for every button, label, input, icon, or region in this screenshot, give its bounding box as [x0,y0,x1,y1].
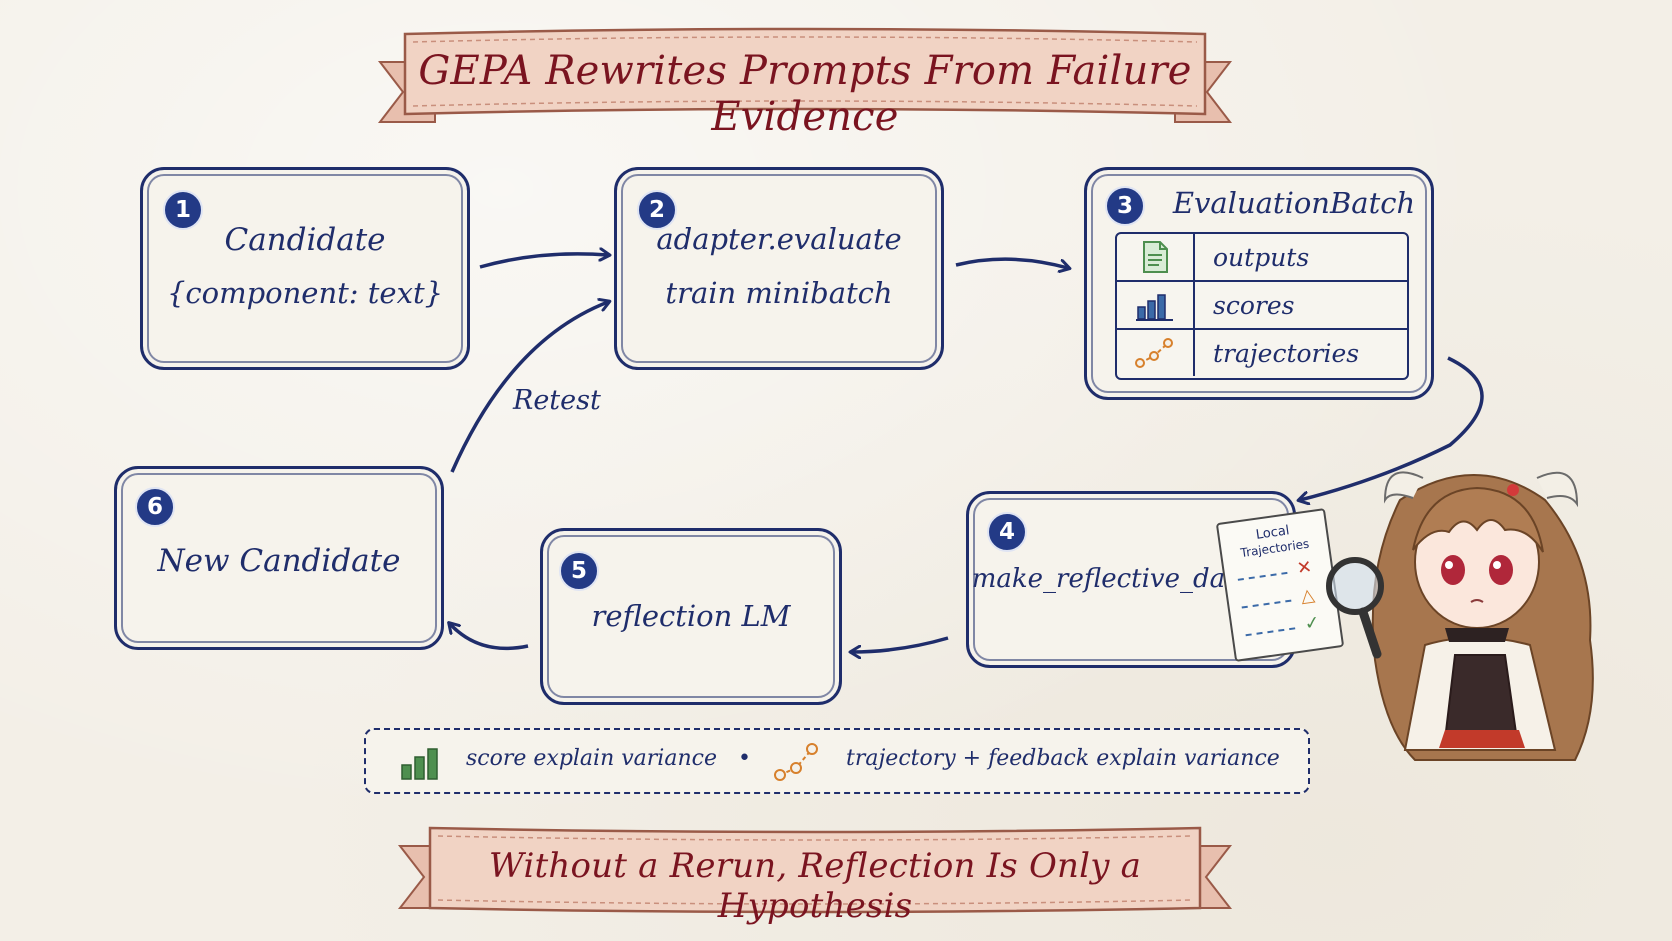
node-adapter-evaluate: 2 adapter.evaluate train minibatch [614,167,944,370]
arrow-retest [450,302,608,473]
step-badge-6: 6 [135,487,175,527]
node-new-candidate-title: New Candidate [157,543,401,579]
page-title: GEPA Rewrites Prompts From Failure Evide… [418,48,1192,140]
evaluation-batch-trajectories: trajectories [1213,339,1360,368]
node-candidate: 1 Candidate {component: text} [140,167,470,370]
arrow-2-to-3 [955,257,1068,268]
trajectory-icon [774,743,818,781]
step-badge-4: 4 [987,512,1027,552]
evaluation-batch-outputs: outputs [1213,243,1310,272]
document-icon [1117,234,1195,280]
arrow-1-to-2 [479,254,608,269]
clipboard-mark-fail: ✕ [1295,556,1314,580]
title-ribbon: GEPA Rewrites Prompts From Failure Evide… [365,22,1245,140]
node-evaluation-batch-title: EvaluationBatch [1172,186,1416,220]
table-row-trajectories: trajectories [1117,330,1407,376]
arrow-5-to-6 [450,624,529,651]
clipboard-line-3 [1245,627,1296,637]
step-badge-5: 5 [559,551,599,591]
node-adapter-evaluate-title: adapter.evaluate [656,222,902,256]
node-adapter-evaluate-subtitle: train minibatch [665,276,893,310]
arrow-4-to-5 [852,636,949,652]
magnifier-icon [1326,557,1384,659]
mascot-illustration: Local Trajectories ✕ △ ✓ [1215,430,1615,775]
node-candidate-subtitle: {component: text} [166,276,444,310]
footer-ribbon: Without a Rerun, Reflection Is Only a Hy… [390,816,1240,926]
clipboard-mark-warn: △ [1299,584,1317,608]
node-reflection-lm: 5 reflection LM [540,528,842,705]
legend-separator: • [738,746,751,771]
legend-score: score explain variance [466,746,717,771]
clipboard-line-2 [1241,599,1292,609]
trajectory-icon [1117,330,1195,376]
node-evaluation-batch: 3 EvaluationBatch outputs [1084,167,1434,400]
edge-label-retest: Retest [513,385,601,416]
bar-chart-icon [1117,282,1195,328]
node-reflection-lm-title: reflection LM [591,599,791,633]
step-badge-3: 3 [1105,186,1145,226]
node-new-candidate: 6 New Candidate [114,466,444,650]
arrow-3-to-4 [1300,356,1484,500]
footer-caption: Without a Rerun, Reflection Is Only a Hy… [488,846,1142,926]
evaluation-batch-table: outputs scores t [1115,232,1409,380]
bar-chart-icon [401,748,438,780]
legend-trajectory: trajectory + feedback explain variance [846,746,1280,771]
step-badge-2: 2 [637,190,677,230]
table-row-scores: scores [1117,282,1407,330]
step-badge-1: 1 [163,190,203,230]
evaluation-batch-scores: scores [1213,291,1295,320]
clipboard-line-1 [1237,571,1288,581]
table-row-outputs: outputs [1117,234,1407,282]
legend-bar: score explain variance • trajectory + fe… [364,728,1310,794]
node-candidate-title: Candidate [224,222,386,258]
